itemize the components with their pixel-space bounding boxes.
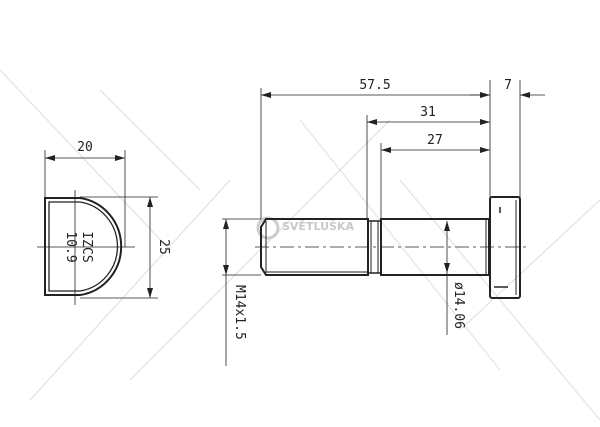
head-width-label: 20 [77, 140, 93, 155]
head-thickness-label: 7 [504, 78, 512, 93]
head-marking-line2: 10.9 [63, 231, 78, 262]
shank-length-label: 31 [420, 105, 436, 120]
overall-length-label: 57.5 [359, 78, 390, 93]
shank-diameter-label: ø14.06 [451, 282, 466, 329]
svg-text:SVĚTLUŠKA: SVĚTLUŠKA [282, 220, 354, 233]
watermark-logo: SVĚTLUŠKA [256, 216, 354, 240]
head-marking-line1: IZCS [79, 231, 94, 262]
bolt-side-view [222, 80, 545, 366]
head-height-label: 25 [156, 239, 171, 255]
thread-spec-label: M14x1.5 [232, 285, 247, 340]
head-end-view [37, 150, 158, 305]
plain-shank-length-label: 27 [427, 133, 443, 148]
